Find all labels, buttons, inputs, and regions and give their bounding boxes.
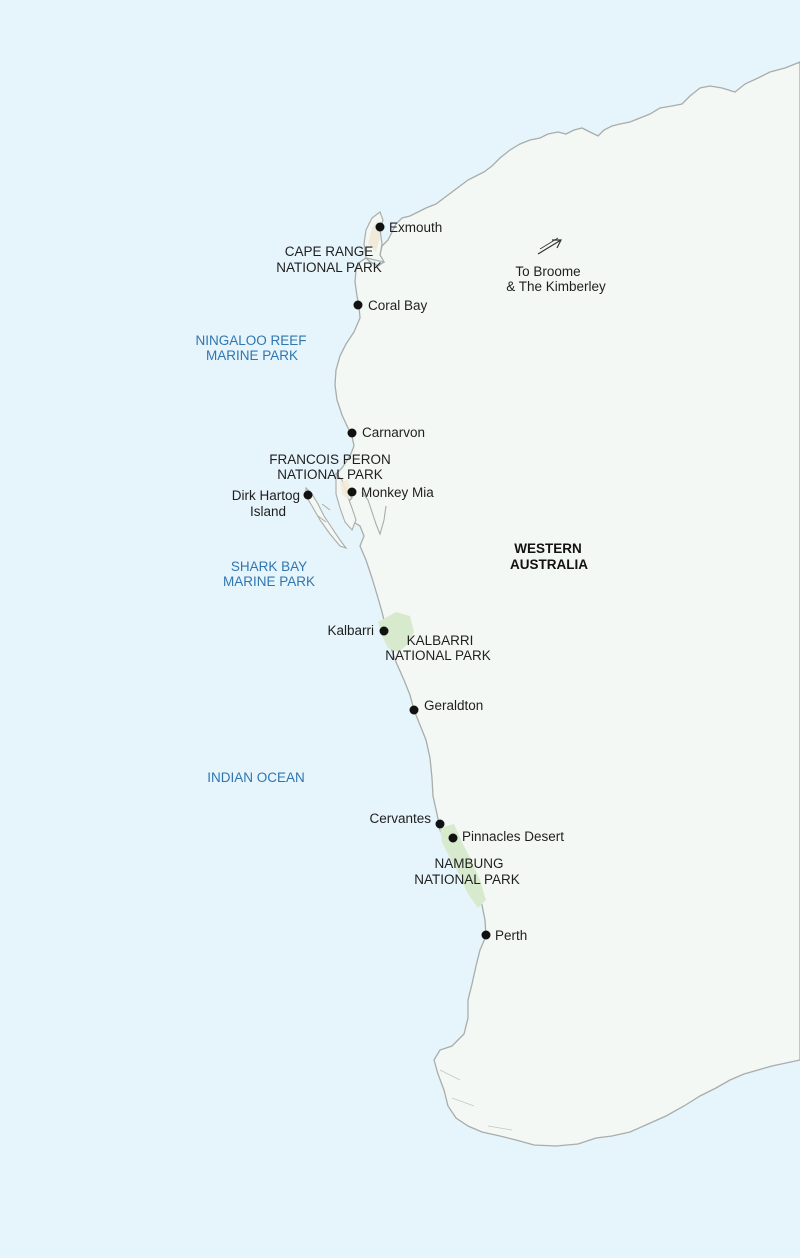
shark-bay-line1: SHARK BAY <box>231 559 307 574</box>
sea-label-shark-bay: SHARK BAY MARINE PARK <box>223 559 315 589</box>
place-coral-bay[interactable]: Coral Bay <box>353 298 428 313</box>
label-kalbarri: Kalbarri <box>327 623 374 638</box>
sea-label-ningaloo: NINGALOO REEF MARINE PARK <box>195 333 306 363</box>
ningaloo-line1: NINGALOO REEF <box>195 333 306 348</box>
park-label-cape-range: CAPE RANGE NATIONAL PARK <box>276 244 382 275</box>
south-coast-texture <box>439 1069 513 1131</box>
region-label: WESTERN AUSTRALIA <box>510 541 588 572</box>
place-exmouth[interactable]: Exmouth <box>375 220 443 235</box>
cape-range-line1: CAPE RANGE <box>285 244 374 259</box>
ningaloo-line2: MARINE PARK <box>206 348 298 363</box>
place-pinnacles[interactable]: Pinnacles Desert <box>448 829 565 844</box>
francois-peron-line1: FRANCOIS PERON <box>269 452 391 467</box>
place-cervantes[interactable]: Cervantes <box>369 811 445 829</box>
label-coral-bay: Coral Bay <box>368 298 428 313</box>
direction-pointer: To Broome & The Kimberley <box>506 237 606 294</box>
label-monkey-mia: Monkey Mia <box>361 485 434 500</box>
label-perth: Perth <box>495 928 527 943</box>
label-geraldton: Geraldton <box>424 698 483 713</box>
label-pinnacles: Pinnacles Desert <box>462 829 564 844</box>
nambung-line1: NAMBUNG <box>434 856 503 871</box>
marker-geraldton <box>409 705 419 715</box>
kalbarri-park-area <box>378 612 414 652</box>
shark-bay-inlet <box>361 491 387 536</box>
label-dirk-hartog: Dirk Hartog <box>232 488 300 503</box>
sea-label-indian-ocean: INDIAN OCEAN <box>207 770 305 785</box>
label-carnarvon: Carnarvon <box>362 425 425 440</box>
label-dirk-hartog-line2: Island <box>250 504 286 519</box>
place-monkey-mia[interactable]: Monkey Mia <box>347 485 435 500</box>
place-perth[interactable]: Perth <box>481 928 528 943</box>
marker-cervantes <box>435 819 445 829</box>
kalbarri-np-line2: NATIONAL PARK <box>385 648 491 663</box>
marker-exmouth <box>375 222 385 232</box>
park-label-francois-peron: FRANCOIS PERON NATIONAL PARK <box>269 452 391 482</box>
place-kalbarri[interactable]: Kalbarri <box>327 623 389 638</box>
label-exmouth: Exmouth <box>389 220 442 235</box>
kalbarri-np-line1: KALBARRI <box>407 633 474 648</box>
direction-line2: & The Kimberley <box>506 279 606 294</box>
park-label-kalbarri: KALBARRI NATIONAL PARK <box>385 633 491 663</box>
park-label-nambung: NAMBUNG NATIONAL PARK <box>414 856 520 887</box>
arrow-northeast-icon <box>537 237 562 255</box>
francois-peron-line2: NATIONAL PARK <box>277 467 383 482</box>
direction-line1: To Broome <box>515 264 580 279</box>
land-mass <box>334 61 800 1147</box>
shark-bay-line2: MARINE PARK <box>223 574 315 589</box>
cape-range-line2: NATIONAL PARK <box>276 260 382 275</box>
region-line2: AUSTRALIA <box>510 557 588 572</box>
marker-perth <box>481 930 491 940</box>
region-line1: WESTERN <box>514 541 582 556</box>
coast-islets <box>317 503 331 523</box>
place-dirk-hartog[interactable]: Dirk Hartog Island <box>232 488 313 519</box>
marker-monkey-mia <box>347 487 357 497</box>
indian-ocean-line1: INDIAN OCEAN <box>207 770 305 785</box>
marker-kalbarri <box>379 626 389 636</box>
nambung-line2: NATIONAL PARK <box>414 872 520 887</box>
marker-carnarvon <box>347 428 357 438</box>
place-geraldton[interactable]: Geraldton <box>409 698 484 715</box>
marker-dirk-hartog <box>303 490 313 500</box>
label-cervantes: Cervantes <box>369 811 431 826</box>
marker-pinnacles <box>448 833 458 843</box>
dirk-hartog-island <box>305 486 348 550</box>
marker-coral-bay <box>353 300 363 310</box>
place-carnarvon[interactable]: Carnarvon <box>347 425 426 440</box>
nambung-park-area <box>440 824 486 908</box>
